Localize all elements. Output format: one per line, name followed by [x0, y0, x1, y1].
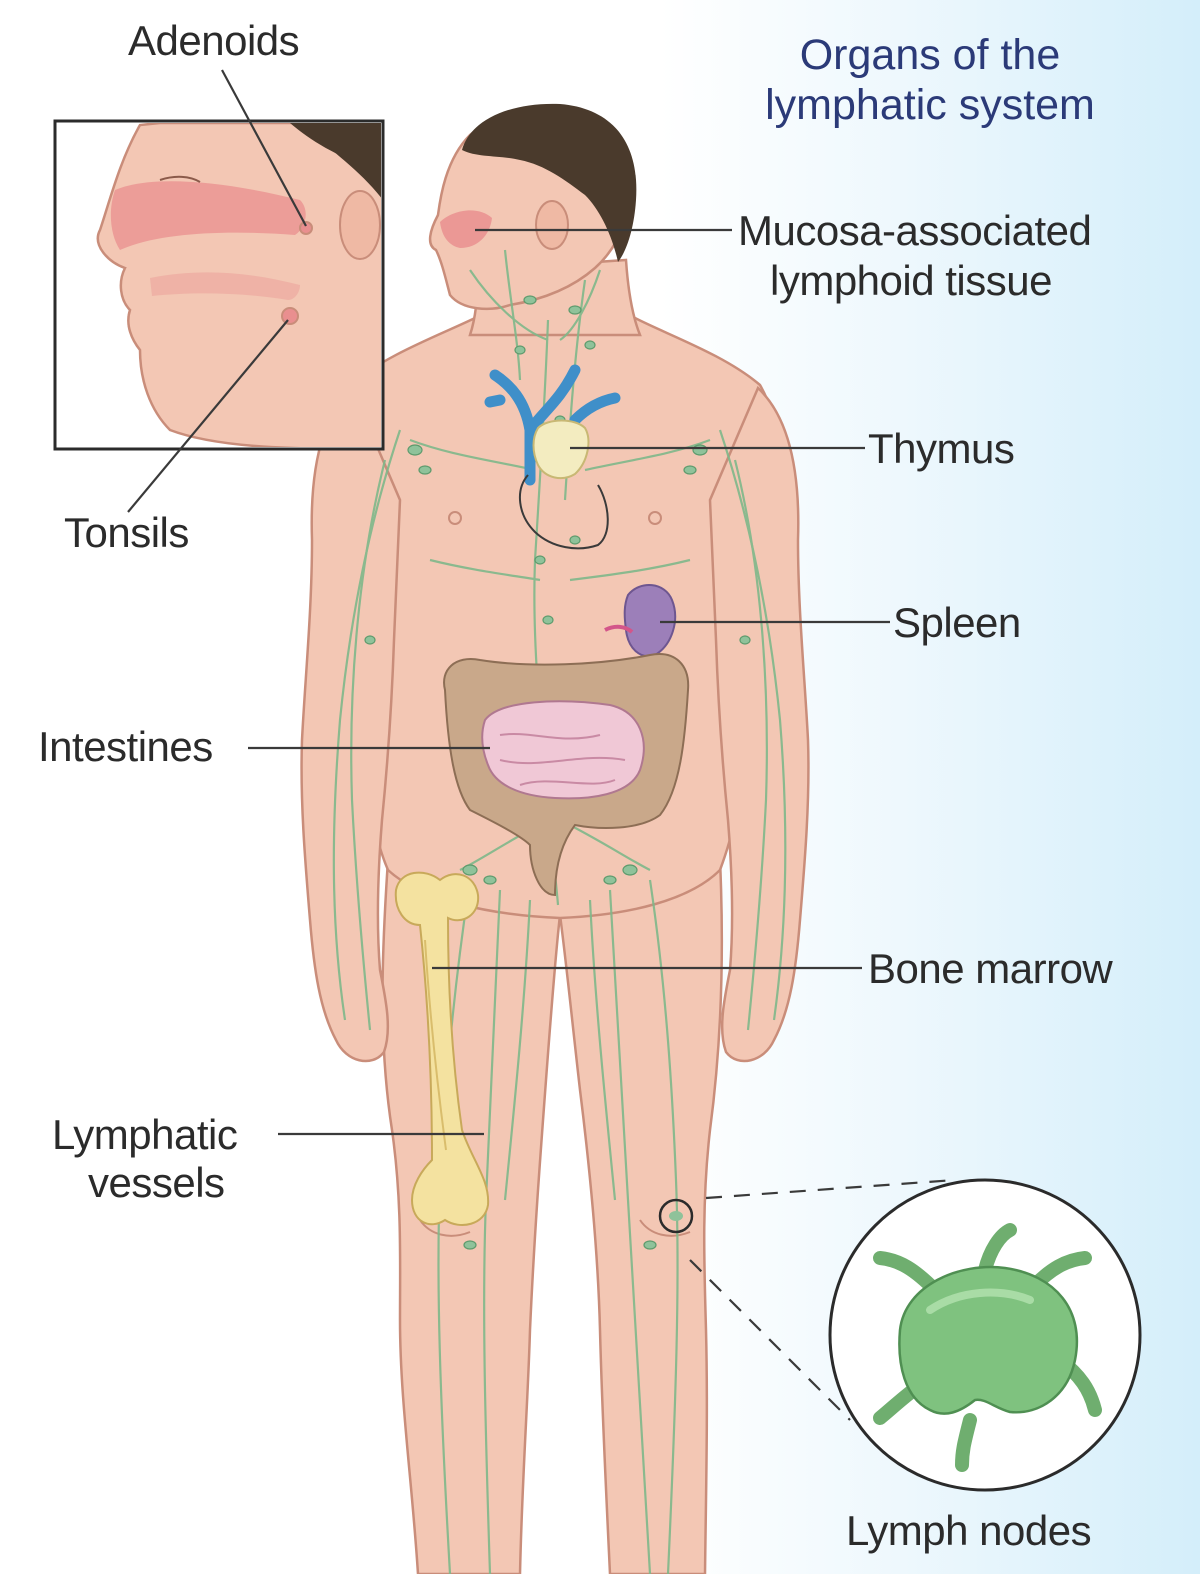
node-dashed-upper — [705, 1178, 956, 1200]
thymus-organ — [532, 419, 590, 480]
adenoids-leader — [221, 69, 307, 227]
title-line-1: Organs of the — [799, 31, 1061, 79]
diagram-title: Organs of the lymphatic system — [720, 30, 1140, 130]
lymph-node-magnified — [828, 1178, 1142, 1492]
label-spleen: Spleen — [893, 599, 1021, 646]
label-malt-line-1: Mucosa-associated — [738, 207, 1092, 254]
label-tonsils: Tonsils — [64, 509, 189, 556]
label-lymphatic-vessels-line-2: vessels — [88, 1159, 225, 1206]
label-malt-line-2: lymphoid tissue — [770, 257, 1052, 304]
label-lymph-nodes: Lymph nodes — [846, 1507, 1092, 1554]
face-inset — [53, 119, 385, 451]
femur-bone — [394, 871, 490, 1226]
leader-lines — [127, 69, 956, 1421]
ear — [535, 200, 569, 250]
label-adenoids: Adenoids — [128, 17, 300, 64]
label-bone-marrow: Bone marrow — [868, 945, 1113, 992]
title-line-2: lymphatic system — [765, 81, 1095, 129]
label-intestines: Intestines — [38, 723, 213, 770]
knee-lymph-node-marker — [658, 1198, 694, 1234]
tonsils-leader — [127, 319, 289, 513]
hair — [462, 103, 637, 262]
right-arm — [708, 385, 810, 1063]
heart-outline — [518, 474, 609, 550]
label-thymus: Thymus — [868, 425, 1015, 472]
node-dashed-lower — [689, 1259, 851, 1421]
small-intestine — [481, 700, 645, 800]
vena-cava — [484, 364, 621, 486]
label-lymphatic-vessels-line-1: Lymphatic — [52, 1111, 238, 1158]
mucosa-tissue — [440, 210, 492, 248]
